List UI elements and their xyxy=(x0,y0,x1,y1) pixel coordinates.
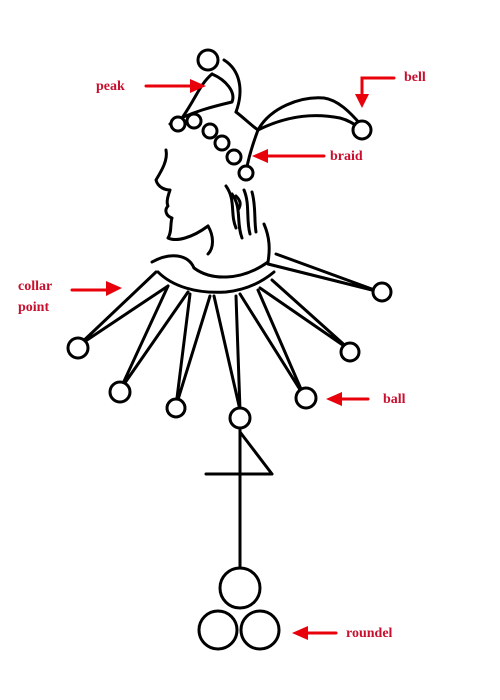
collar-point-label: collar point xyxy=(18,276,78,318)
collar-point-arrow xyxy=(70,281,122,296)
braid-label: braid xyxy=(330,149,363,164)
staff xyxy=(204,426,274,570)
hat-brim-beads xyxy=(169,112,255,182)
braid xyxy=(224,184,258,240)
collar-balls xyxy=(66,281,393,430)
ball-label: ball xyxy=(383,392,406,407)
collar-point-label-line2: point xyxy=(18,300,50,315)
peak-label: peak xyxy=(96,79,125,94)
roundel-label: roundel xyxy=(346,626,393,641)
peak-arrow xyxy=(144,79,206,93)
bell-label: bell xyxy=(404,70,426,85)
bell-arrow xyxy=(355,76,396,108)
braid-arrow xyxy=(252,149,326,163)
bell-ball xyxy=(351,119,373,141)
roundel-arrow xyxy=(292,626,338,640)
jester-hat xyxy=(168,58,364,174)
collar-band xyxy=(150,254,270,279)
peak-ball xyxy=(196,48,220,72)
collar-point-label-line1: collar xyxy=(18,279,53,294)
roundel xyxy=(197,566,281,651)
ball-arrow xyxy=(326,392,370,406)
face-profile xyxy=(154,148,210,241)
